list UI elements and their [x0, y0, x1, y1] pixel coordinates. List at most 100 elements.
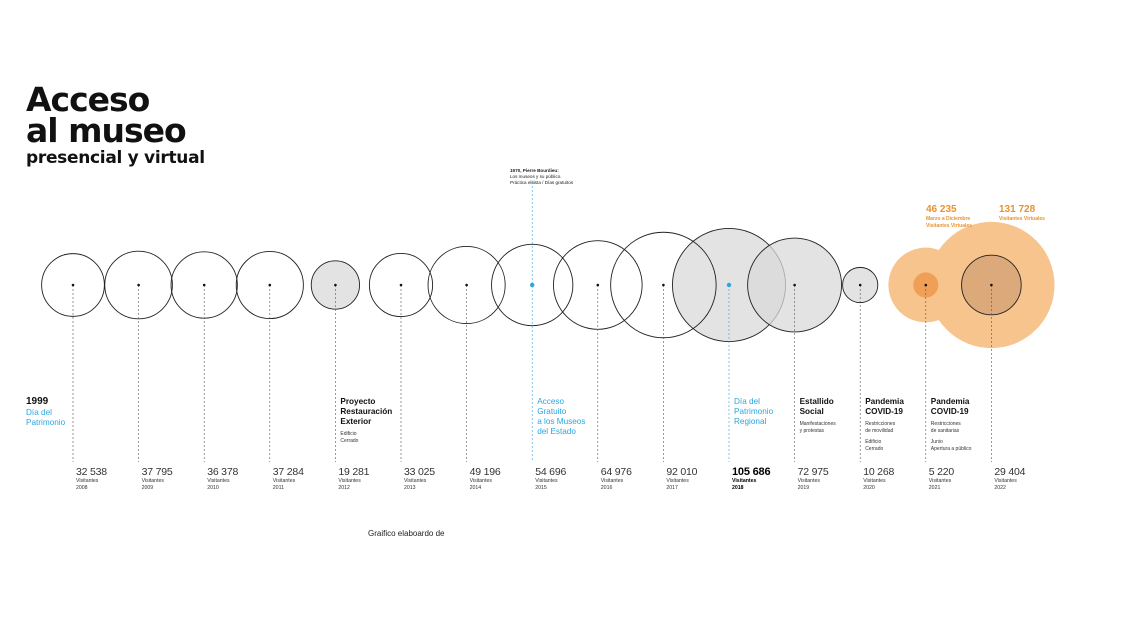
event-heading: Acceso — [537, 397, 565, 406]
center-dot-2020 — [858, 283, 862, 287]
event-heading: Proyecto — [340, 397, 376, 406]
virtual-label: Marzo a Diciembre — [926, 216, 971, 222]
center-dot-2013 — [399, 283, 403, 287]
visitor-unit-label: Visitantes — [404, 478, 427, 484]
visitors-circle-2013 — [368, 252, 434, 318]
year-label: 2022 — [994, 485, 1006, 491]
year-label: 2018 — [732, 485, 744, 491]
year-label: 2019 — [797, 485, 810, 491]
visitor-unit-label: Visitantes — [797, 478, 820, 484]
event-heading: COVID-19 — [865, 407, 903, 416]
virtual-count: 46 235 — [926, 204, 957, 215]
center-dot-2019 — [793, 283, 796, 287]
note-line-3: Práctica elitista / Días gratuitos — [510, 180, 574, 185]
visitor-unit-label: Visitantes — [600, 478, 624, 484]
event-heading: COVID-19 — [930, 407, 969, 416]
center-dot-2021 — [924, 283, 928, 287]
visitor-count: 32 538 — [76, 466, 107, 478]
note-line-1: 1970, Pierre Bourdieu: — [510, 168, 559, 173]
visitor-unit-label: Visitantes — [76, 478, 99, 484]
visitor-count: 19 281 — [338, 466, 370, 478]
visitor-count: 29 404 — [994, 466, 1026, 478]
visitors-circle-2014 — [427, 245, 506, 325]
visitor-count: 36 378 — [207, 466, 239, 478]
year-label: 2021 — [928, 485, 941, 491]
year-label: 2015 — [535, 485, 547, 491]
visitor-count: 92 010 — [666, 466, 698, 478]
title-line-1: Acceso — [26, 80, 150, 119]
visitor-unit-label: Visitantes — [272, 478, 296, 484]
event-heading: Patrimonio — [26, 418, 66, 427]
visitor-unit-label: Visitantes — [863, 478, 886, 484]
event-heading: Restauración — [340, 407, 393, 416]
visitor-unit-label: Visitantes — [732, 478, 757, 484]
center-dot-2009 — [137, 283, 140, 287]
event-heading: Pandemia — [930, 397, 970, 406]
event-heading: Estallido — [799, 397, 834, 406]
center-dot-2010 — [202, 283, 206, 287]
event-heading: Día del — [26, 408, 52, 417]
event-heading: 1999 — [26, 396, 49, 407]
event-heading: del Estado — [537, 427, 576, 436]
year-label: 2017 — [666, 485, 678, 491]
center-dot-2022 — [990, 283, 993, 287]
page-title: Acceso al museo presencial y virtual — [26, 80, 205, 169]
center-dot-2017 — [662, 283, 665, 287]
note-line-2: Los museos y su público. — [510, 174, 562, 179]
visitor-count: 49 196 — [469, 466, 501, 478]
event-heading: Patrimonio — [734, 407, 774, 416]
year-label: 2016 — [600, 485, 613, 491]
virtual-label: Visitantes Virtuales — [926, 222, 972, 229]
center-dot-2008 — [71, 283, 75, 287]
visitor-unit-label: Visitantes — [141, 478, 164, 484]
visitor-unit-label: Visitantes — [666, 478, 689, 484]
visitor-count: 64 976 — [600, 466, 632, 478]
visitor-count: 10 268 — [863, 466, 895, 478]
event-heading: Social — [799, 407, 824, 416]
visitor-count: 54 696 — [535, 466, 567, 478]
event-heading: Pandemia — [865, 397, 904, 406]
visitor-count: 72 975 — [797, 466, 829, 478]
visitor-count: 33 025 — [404, 466, 435, 478]
footer-credit: Graifico elaboardo de — [368, 529, 445, 538]
center-dot-2015 — [530, 282, 535, 288]
visitor-unit-label: Visitantes — [207, 478, 230, 484]
visitor-unit-label: Visitantes — [994, 478, 1017, 484]
title-line-3: presencial y virtual — [26, 148, 205, 168]
year-label: 2011 — [272, 485, 284, 491]
year-label: 2012 — [338, 485, 350, 491]
visitor-count: 5 220 — [928, 466, 955, 478]
year-label: 2014 — [469, 485, 482, 491]
visitor-count: 105 686 — [732, 466, 771, 478]
center-dot-2016 — [596, 283, 600, 287]
visitor-unit-label: Visitantes — [928, 478, 952, 484]
title-line-2: al museo — [26, 111, 187, 150]
